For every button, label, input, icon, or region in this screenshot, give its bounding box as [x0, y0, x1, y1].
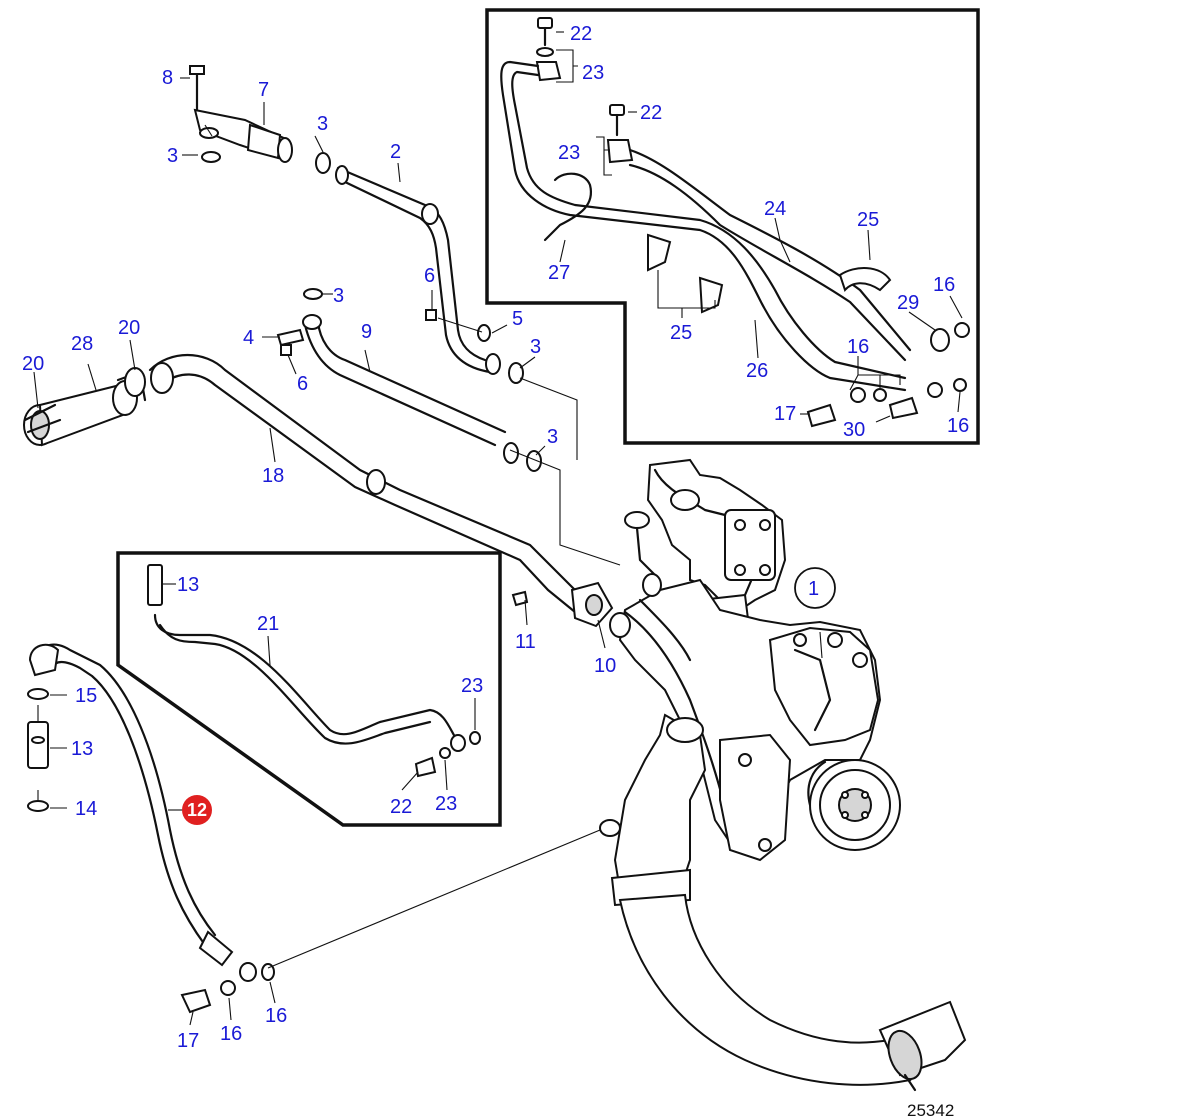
label-part-7: 7 — [258, 79, 269, 101]
label-part-21: 21 — [257, 613, 279, 635]
label-part-2: 2 — [390, 141, 401, 163]
label-part-22: 22 — [570, 23, 592, 45]
washers — [31, 151, 542, 744]
label-part-17: 17 — [774, 403, 796, 425]
label-part-3: 3 — [547, 426, 558, 448]
label-part-3: 3 — [530, 336, 541, 358]
pipe-18 — [148, 353, 614, 628]
label-part-9: 9 — [361, 321, 372, 343]
pipe-2 — [335, 165, 501, 375]
label-part-1: 1 — [808, 578, 819, 600]
label-part-26: 26 — [746, 360, 768, 382]
pipe-7 — [189, 65, 293, 163]
hose-12 — [27, 643, 275, 1014]
pipe-21-inset — [147, 564, 481, 778]
label-part-28: 28 — [71, 333, 93, 355]
pipes-24-26-inset — [500, 17, 970, 428]
label-part-20: 20 — [22, 353, 44, 375]
label-part-14: 14 — [75, 798, 97, 820]
label-part-5: 5 — [512, 308, 523, 330]
label-part-6: 6 — [424, 265, 435, 287]
label-part-25: 25 — [857, 209, 879, 231]
label-part-4: 4 — [243, 327, 254, 349]
inset-frame-bottom-left — [116, 551, 502, 827]
label-part-11: 11 — [515, 631, 536, 653]
water-pump-assembly — [599, 458, 967, 1092]
label-part-16: 16 — [947, 415, 969, 437]
label-part-25: 25 — [670, 322, 692, 344]
label-part-16: 16 — [220, 1023, 242, 1045]
label-part-24: 24 — [764, 198, 786, 220]
hose-28-with-clamps — [23, 367, 147, 447]
label-part-23: 23 — [435, 793, 457, 815]
label-part-23: 23 — [582, 62, 604, 84]
callout-circle-part-1 — [794, 567, 836, 609]
inset-frame-top-right — [485, 8, 980, 445]
label-part-10: 10 — [594, 655, 616, 677]
label-part-13: 13 — [177, 574, 199, 596]
label-part-29: 29 — [897, 292, 919, 314]
label-part-23: 23 — [461, 675, 483, 697]
label-part-22: 22 — [390, 796, 412, 818]
label-part-13: 13 — [71, 738, 93, 760]
label-part-3: 3 — [317, 113, 328, 135]
label-part-15: 15 — [75, 685, 97, 707]
diagram-id: 25342 — [907, 1101, 954, 1120]
label-part-16: 16 — [265, 1005, 287, 1027]
label-part-17: 17 — [177, 1030, 199, 1052]
label-part-3: 3 — [333, 285, 344, 307]
part-labels: 8 7 3 3 2 6 5 3 3 4 6 9 3 28 20 20 18 11… — [22, 23, 969, 1120]
label-part-22: 22 — [640, 102, 662, 124]
label-part-6: 6 — [297, 373, 308, 395]
label-part-20: 20 — [118, 317, 140, 339]
highlight-marker-part-12 — [182, 795, 212, 825]
label-part-18: 18 — [262, 465, 284, 487]
label-part-8: 8 — [162, 67, 173, 89]
label-part-12: 12 — [187, 800, 207, 820]
label-part-27: 27 — [548, 262, 570, 284]
label-part-23: 23 — [558, 142, 580, 164]
label-part-16: 16 — [933, 274, 955, 296]
leader-lines — [33, 31, 963, 1026]
label-part-16: 16 — [847, 336, 869, 358]
label-part-30: 30 — [843, 419, 865, 441]
pipe-9 — [302, 314, 519, 464]
label-part-3: 3 — [167, 145, 178, 167]
